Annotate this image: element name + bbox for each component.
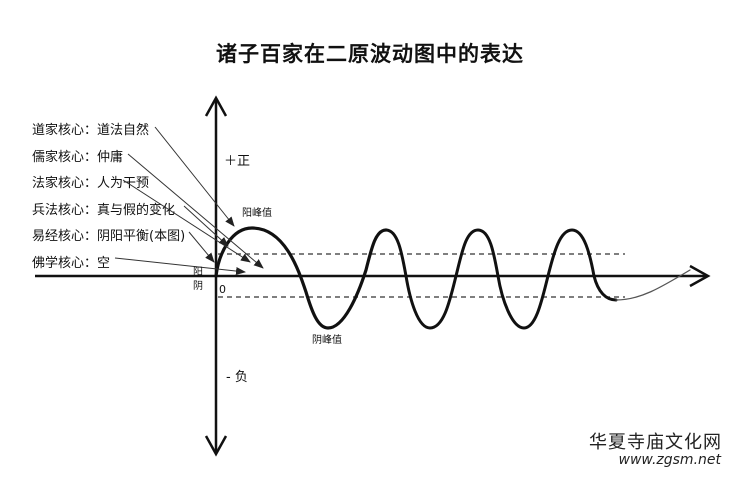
x-axis-arrowhead [689, 264, 711, 288]
yin-label: 阴 [193, 280, 203, 292]
legend-list: 道家核心：道法自然 儒家核心：仲庸 法家核心：人为干预 兵法核心：真与假的变化 … [32, 118, 185, 277]
wave-fading-tail [615, 269, 691, 301]
yang-label: 阳 [193, 266, 203, 278]
legend-item-military-strategy: 兵法核心：真与假的变化 [32, 202, 176, 218]
yin-peak-label: 阴峰值 [312, 333, 342, 346]
legend-item-daoism: 道家核心：道法自然 [32, 123, 150, 138]
pointer-line-yijing [188, 231, 215, 263]
legend-item-yijing: 易经核心：阴阳平衡(本图) [32, 229, 186, 244]
y-axis-arrowhead-bottom [204, 435, 228, 457]
positive-axis-label: ＋正 [224, 154, 250, 169]
legend-item-confucianism: 儒家核心：仲庸 [32, 149, 124, 165]
y-axis-arrowhead-top [204, 95, 228, 117]
wave-repeating-cycles [384, 228, 618, 330]
yang-peak-label: 阳峰值 [242, 206, 272, 219]
pointer-line-daoism [154, 126, 235, 227]
legend-item-buddhism: 佛学核心：空 [32, 255, 111, 271]
negative-axis-label: - 负 [226, 370, 248, 385]
pointer-line-legalism [122, 179, 251, 263]
watermark-url: www.zgsm.net [618, 452, 722, 468]
legend-item-legalism: 法家核心：人为干预 [32, 176, 150, 191]
origin-label: 0 [219, 283, 226, 296]
wave-first-cycle [214, 226, 388, 330]
diagram-title: 诸子百家在二原波动图中的表达 [216, 42, 524, 66]
pointer-line-buddhism [114, 257, 246, 276]
pointer-line-confucianism [127, 153, 264, 269]
watermark-site-name: 华夏寺庙文化网 [589, 432, 722, 453]
pointer-line-military-strategy [183, 205, 229, 247]
